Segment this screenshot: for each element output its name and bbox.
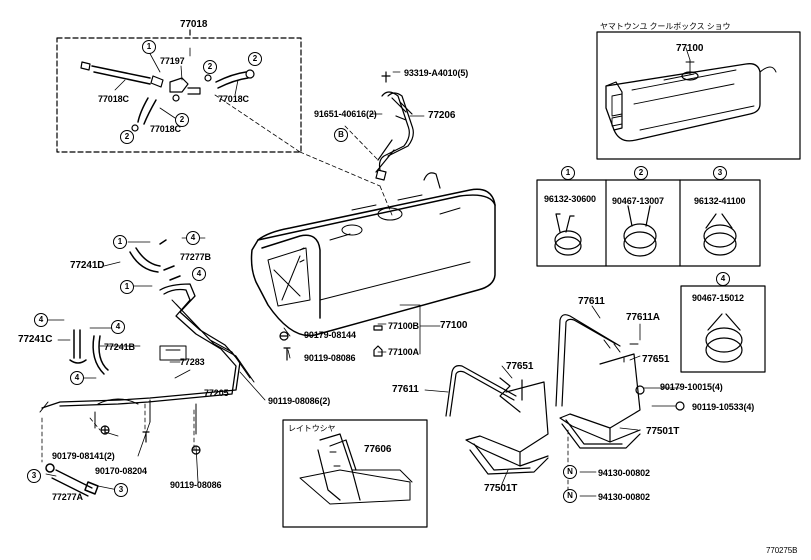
part-label-90119-08086-b: 90119-08086 <box>170 480 222 490</box>
hose-set-77018 <box>80 61 255 132</box>
part-label-90170-08204: 90170-08204 <box>95 466 147 476</box>
part-label-77501t-left: 77501T <box>484 483 518 494</box>
coolbox-note: ヤマトウンユ クールボックス ショウ <box>600 22 731 31</box>
callout-2: 2 <box>634 166 648 180</box>
part-label-77241c: 77241C <box>18 334 53 345</box>
part-label-96132-30600: 96132-30600 <box>544 194 596 204</box>
fasteners-left <box>100 325 383 455</box>
callout-4: 4 <box>70 371 84 385</box>
part-label-90119-08086: 90119-08086 <box>304 353 356 363</box>
part-label-90467-15012: 90467-15012 <box>692 293 744 303</box>
part-label-77197: 77197 <box>160 56 185 66</box>
part-label-77018: 77018 <box>180 19 208 30</box>
callout-n: N <box>563 465 577 479</box>
part-label-90179-08144: 90179-08144 <box>304 330 356 340</box>
part-label-77018c: 77018C <box>218 94 249 104</box>
part-label-90467-13007: 90467-13007 <box>612 196 664 206</box>
part-label-77283: 77283 <box>180 357 205 367</box>
assembly-box-77018 <box>56 29 302 153</box>
fuel-tank-main <box>250 172 496 337</box>
part-label-91651: 91651-40616(2) <box>314 109 377 119</box>
callout-2: 2 <box>203 60 217 74</box>
callout-2: 2 <box>175 113 189 127</box>
part-label-77018c: 77018C <box>98 94 129 104</box>
callout-3: 3 <box>27 469 41 483</box>
callout-4: 4 <box>34 313 48 327</box>
callout-4: 4 <box>716 272 730 286</box>
part-label-77651-left: 77651 <box>506 361 534 372</box>
callout-2: 2 <box>120 130 134 144</box>
part-label-77611-left: 77611 <box>392 384 419 395</box>
clamp-boxes <box>536 179 766 373</box>
inset-title-reitoushiya: レイトウシヤ <box>288 424 336 433</box>
part-label-90119-10533: 90119-10533(4) <box>692 402 755 412</box>
hoses-left <box>45 239 181 497</box>
part-label-77277a: 77277A <box>52 492 83 502</box>
callout-4: 4 <box>192 267 206 281</box>
leader-lines-top <box>114 47 301 153</box>
fuel-lines <box>39 283 255 435</box>
bracket-inset-77606 <box>282 419 428 528</box>
part-label-90179-10015: 90179-10015(4) <box>660 382 723 392</box>
part-label-77100: 77100 <box>440 320 468 331</box>
part-label-77100b: 77100B <box>388 321 419 331</box>
part-label-90119-08086-2: 90119-08086(2) <box>268 396 331 406</box>
part-label-77611a: 77611A <box>626 312 660 323</box>
part-label-77241b: 77241B <box>104 342 135 352</box>
part-label-93319: 93319-A4010(5) <box>404 68 469 78</box>
fuel-sender-77206 <box>344 71 414 181</box>
callout-n: N <box>563 489 577 503</box>
leader-lines-sender <box>299 71 425 216</box>
part-label-77277b: 77277B <box>180 252 211 262</box>
part-label-77501t-right: 77501T <box>646 426 680 437</box>
part-label-90179-08141: 90179-08141(2) <box>52 451 115 461</box>
part-label-77205: 77205 <box>204 388 229 398</box>
diagram-code: 770275B <box>766 546 798 555</box>
callout-3: 3 <box>713 166 727 180</box>
callout-1: 1 <box>561 166 575 180</box>
part-label-77606: 77606 <box>364 444 392 455</box>
callout-4: 4 <box>186 231 200 245</box>
part-label-77100-coolbox: 77100 <box>676 43 704 54</box>
part-label-94130-a: 94130-00802 <box>598 468 650 478</box>
part-label-77206: 77206 <box>428 110 456 121</box>
leader-lines-right <box>424 305 681 497</box>
callout-2: 2 <box>248 52 262 66</box>
callout-1: 1 <box>120 280 134 294</box>
callout-b: B <box>334 128 348 142</box>
part-label-77241d: 77241D <box>70 260 105 271</box>
callout-4: 4 <box>111 320 125 334</box>
part-label-77018c: 77018C <box>150 124 181 134</box>
tank-straps <box>445 314 685 475</box>
callout-3: 3 <box>114 483 128 497</box>
part-label-96132-41100: 96132-41100 <box>694 196 746 206</box>
part-label-77100a: 77100A <box>388 347 419 357</box>
callout-1: 1 <box>113 235 127 249</box>
part-label-94130-b: 94130-00802 <box>598 492 650 502</box>
part-label-77611-right: 77611 <box>578 296 605 307</box>
part-label-77651-right: 77651 <box>642 354 670 365</box>
callout-1: 1 <box>142 40 156 54</box>
coolbox-inset <box>596 31 801 160</box>
